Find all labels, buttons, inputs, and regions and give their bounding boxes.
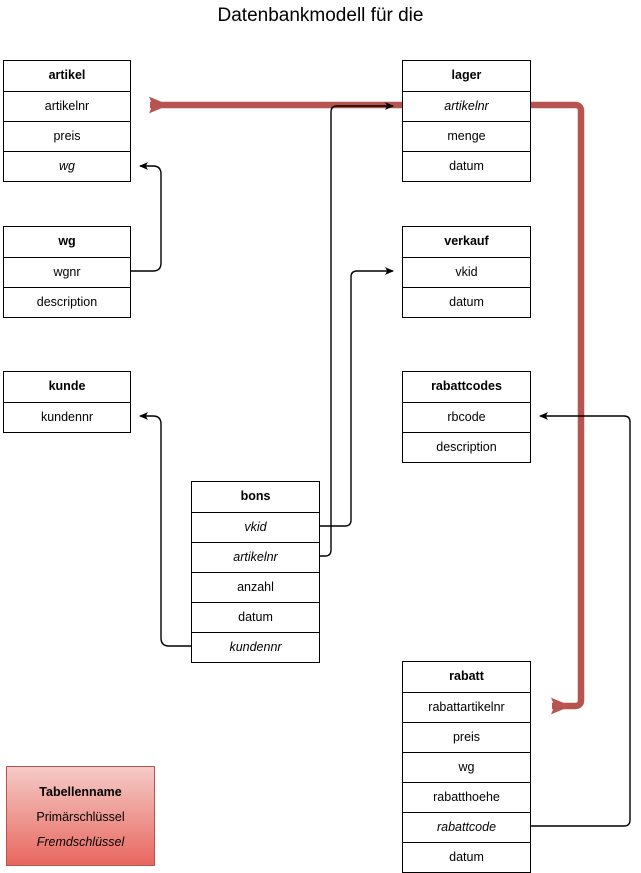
edge-bons-artikelnr-to-lager-artikelnr xyxy=(320,102,394,557)
legend-table-name: Tabellenname xyxy=(39,785,122,799)
entity-title-verkauf: verkauf xyxy=(444,234,489,248)
field-wg-description: description xyxy=(4,287,130,317)
entity-title-wg: wg xyxy=(58,234,76,248)
field-rabattcodes-rbcode: rbcode xyxy=(403,402,530,432)
edge-bons-vkid-to-verkauf-vkid xyxy=(320,267,394,527)
field-bons-datum: datum xyxy=(192,602,319,632)
entity-title-artikel: artikel xyxy=(48,68,86,82)
field-rabatt-rabatthoehe: rabatthoehe xyxy=(403,782,530,812)
edge-rabatt-rabattcode-to-rabattcodes-rbcode xyxy=(531,412,631,827)
field-lager-menge: menge xyxy=(403,121,530,151)
field-rabatt-preis: preis xyxy=(403,722,530,752)
field-bons-kundennr: kundennr xyxy=(192,632,319,662)
field-rabatt-datum: datum xyxy=(403,842,530,872)
field-verkauf-datum: datum xyxy=(403,287,530,317)
entity-title-rabattcodes: rabattcodes xyxy=(431,379,502,393)
edge-wg-wgnr-to-artikel-wg xyxy=(131,162,162,272)
entity-bons[interactable]: bons vkid artikelnr anzahl datum kundenn… xyxy=(191,481,320,663)
field-rabatt-rabattcode: rabattcode xyxy=(403,812,530,842)
entity-artikel[interactable]: artikel artikelnr preis wg xyxy=(3,60,131,182)
entity-rabatt[interactable]: rabatt rabattartikelnr preis wg rabattho… xyxy=(402,661,531,873)
entity-title-bons: bons xyxy=(240,489,271,503)
page-title: Datenbankmodell für die xyxy=(217,5,424,26)
entity-wg[interactable]: wg wgnr description xyxy=(3,226,131,318)
field-kunde-kundennr: kundennr xyxy=(4,402,130,432)
field-lager-datum: datum xyxy=(403,151,530,181)
field-bons-anzahl: anzahl xyxy=(192,572,319,602)
field-bons-vkid: vkid xyxy=(192,512,319,542)
field-bons-artikelnr: artikelnr xyxy=(192,542,319,572)
field-artikel-preis: preis xyxy=(4,121,130,151)
field-artikel-wg: wg xyxy=(4,151,130,181)
entity-verkauf[interactable]: verkauf vkid datum xyxy=(402,226,531,318)
legend-box: Tabellenname Primärschlüssel Fremdschlüs… xyxy=(6,766,155,866)
entity-title-rabatt: rabatt xyxy=(449,669,484,683)
legend-foreign-key: Fremdschlüssel xyxy=(36,835,125,849)
entity-lager[interactable]: lager artikelnr menge datum xyxy=(402,60,531,182)
edge-bons-kundennr-to-kunde-kundennr xyxy=(139,412,191,647)
legend-primary-key: Primärschlüssel xyxy=(36,810,125,824)
edge-lager-artikelnr-to-rabatt-rabattartikelnr xyxy=(531,101,585,715)
field-lager-artikelnr: artikelnr xyxy=(403,91,530,121)
field-wg-wgnr: wgnr xyxy=(4,257,130,287)
entity-rabattcodes[interactable]: rabattcodes rbcode description xyxy=(402,371,531,463)
field-rabatt-rabattartikelnr: rabattartikelnr xyxy=(403,692,530,722)
entity-kunde[interactable]: kunde kundennr xyxy=(3,371,131,433)
entity-title-lager: lager xyxy=(451,68,482,82)
field-artikel-artikelnr: artikelnr xyxy=(4,91,130,121)
field-rabatt-wg: wg xyxy=(403,752,530,782)
field-verkauf-vkid: vkid xyxy=(403,257,530,287)
field-rabattcodes-description: description xyxy=(403,432,530,462)
entity-title-kunde: kunde xyxy=(48,379,86,393)
